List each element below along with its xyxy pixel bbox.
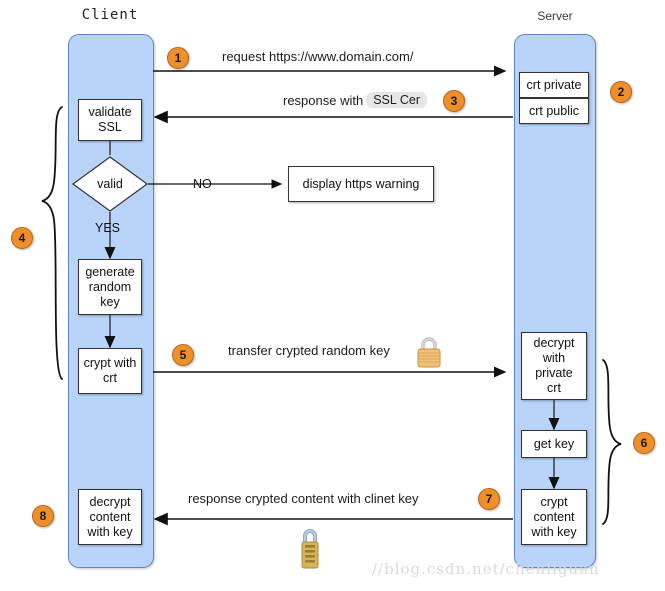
brace-client-steps: [41, 106, 63, 380]
node-validate-ssl-label: validate SSL: [88, 105, 132, 134]
diamond-shape: [71, 156, 149, 212]
node-crypt-with-crt: crypt with crt: [78, 348, 142, 394]
message-request-label: request https://www.domain.com/: [222, 49, 414, 64]
branch-no-label: NO: [193, 177, 212, 191]
step-badge-7: 7: [478, 488, 500, 510]
node-decrypt-with-private-crt-label: decrypt with private crt: [533, 336, 575, 395]
watermark-text: //blog.csdn.net/chenliguan: [372, 560, 600, 578]
node-generate-random-key: generate random key: [78, 259, 142, 315]
client-lane-title: Client: [81, 7, 139, 23]
node-validate-ssl: validate SSL: [78, 99, 142, 141]
step-badge-8: 8: [32, 505, 54, 527]
node-generate-random-key-label: generate random key: [85, 264, 135, 309]
node-display-https-warning-label: display https warning: [302, 176, 420, 191]
message-response-label: response with: [283, 92, 364, 108]
node-decrypt-content-with-key: decrypt content with key: [78, 489, 142, 545]
server-lane-title: Server: [537, 9, 573, 23]
step-badge-6: 6: [633, 432, 655, 454]
node-crt-private-label: crt private: [526, 77, 582, 92]
message-transfer-label: transfer crypted random key: [228, 343, 390, 358]
node-crypt-with-crt-label: crypt with crt: [83, 356, 137, 385]
node-valid-decision-label: valid: [97, 177, 123, 191]
ssl-cert-chip: SSL Cer: [366, 92, 427, 108]
node-crypt-content-with-key-label: crypt content with key: [531, 494, 577, 539]
node-get-key-label: get key: [533, 436, 575, 451]
step-badge-1: 1: [167, 47, 189, 69]
node-crt-private: crt private: [519, 72, 589, 98]
node-decrypt-with-private-crt: decrypt with private crt: [521, 332, 587, 400]
step-badge-2: 2: [610, 81, 632, 103]
step-badge-5: 5: [172, 344, 194, 366]
node-crypt-content-with-key: crypt content with key: [521, 489, 587, 545]
node-valid-decision: valid: [71, 155, 149, 213]
message-response-cert: response with SSL Cer: [283, 92, 427, 108]
branch-yes-label: YES: [95, 221, 121, 235]
step-badge-4: 4: [11, 227, 33, 249]
padlock-icon: [414, 336, 444, 368]
combination-padlock-icon: [296, 524, 324, 574]
node-crt-public: crt public: [519, 98, 589, 124]
node-decrypt-content-with-key-label: decrypt content with key: [87, 494, 133, 539]
node-crt-public-label: crt public: [528, 103, 580, 118]
brace-server-steps: [602, 359, 622, 525]
node-display-https-warning: display https warning: [288, 166, 434, 202]
step-badge-3: 3: [443, 90, 465, 112]
message-response-content-label: response crypted content with clinet key: [188, 491, 419, 506]
node-get-key: get key: [521, 430, 587, 458]
